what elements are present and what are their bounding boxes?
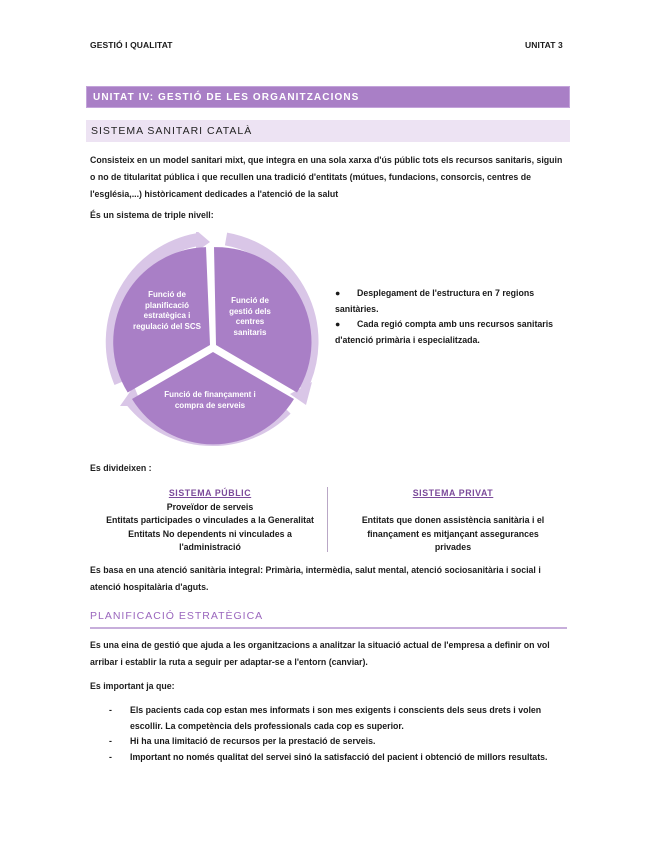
private-system-title: SISTEMA PRIVAT	[412, 488, 494, 498]
dash-bullet-icon: -	[109, 751, 112, 762]
triple-level-label: És un sistema de triple nivell:	[90, 210, 214, 220]
bullet-item: ●Desplegament de l'estructura en 7 regio…	[335, 288, 535, 314]
cycle-diagram-graphic	[105, 230, 319, 447]
public-system-line: Entitats participades o vinculades a la …	[106, 515, 314, 525]
intro-paragraph: Consisteix en un model sanitari mixt, qu…	[90, 155, 563, 199]
integral-care-paragraph: Es basa en una atenció sanitària integra…	[90, 565, 541, 592]
page-header-left: GESTIÓ I QUALITAT	[90, 40, 173, 50]
public-system-line: Proveïdor de serveis	[166, 501, 254, 512]
segment-label-management: Funció de gestió dels centres sanitaris	[229, 296, 271, 337]
page-header-right: UNITAT 3	[525, 40, 563, 50]
segment-label-financing: Funció de finançament i compra de servei…	[164, 390, 256, 410]
private-system-column: SISTEMA PRIVAT Entitats que donen assist…	[338, 487, 568, 555]
arrow-head-top-icon	[196, 230, 210, 252]
public-system-line: Entitats No dependents ni vinculades a l…	[128, 528, 292, 553]
divided-label: Es divideixen :	[90, 463, 152, 473]
unit-title-bar: UNITAT IV: GESTIÓ DE LES ORGANITZACIONS	[86, 86, 570, 108]
region-bullets: ●Desplegament de l'estructura en 7 regio…	[335, 286, 575, 348]
segment-label-planning: Funció de planificació estratègica i reg…	[132, 290, 202, 331]
private-system-line: Entitats que donen assistència sanitària…	[361, 515, 545, 552]
bullet-icon: ●	[335, 288, 341, 298]
bullet-icon: ●	[335, 319, 341, 329]
planning-intro-paragraph: Es una eina de gestió que ajuda a les or…	[90, 640, 550, 667]
importance-list: - Els pacients cada cop estan mes inform…	[90, 703, 570, 765]
cycle-diagram: Funció de planificació estratègica i reg…	[100, 230, 330, 452]
important-label: Es important ja que:	[90, 681, 175, 691]
unit-title: UNITAT IV: GESTIÓ DE LES ORGANITZACIONS	[93, 92, 360, 103]
segment-management	[214, 247, 312, 393]
dash-bullet-icon: -	[109, 705, 112, 715]
public-system-title: SISTEMA PÚBLIC	[168, 488, 252, 498]
segment-financing	[132, 352, 294, 445]
section-heading-bar: SISTEMA SANITARI CATALÀ	[86, 120, 570, 142]
section-title-planificacio: PLANIFICACIÓ ESTRATÈGICA	[90, 610, 264, 622]
segment-planning	[113, 247, 210, 393]
list-item: - Els pacients cada cop estan mes inform…	[109, 705, 542, 731]
list-item: - Important no només qualitat del servei…	[90, 750, 570, 766]
column-divider	[327, 487, 328, 552]
bullet-item: ●Cada regió compta amb uns recursos sani…	[335, 319, 554, 345]
section-title-sistema-sanitari: SISTEMA SANITARI CATALÀ	[91, 125, 253, 137]
dash-bullet-icon: -	[109, 736, 112, 746]
list-item: - Hi ha una limitació de recursos per la…	[90, 734, 570, 750]
arrow-head-right-icon	[290, 382, 312, 405]
section-underline	[90, 627, 567, 629]
public-system-column: SISTEMA PÚBLIC Proveïdor de serveis Enti…	[95, 487, 325, 555]
